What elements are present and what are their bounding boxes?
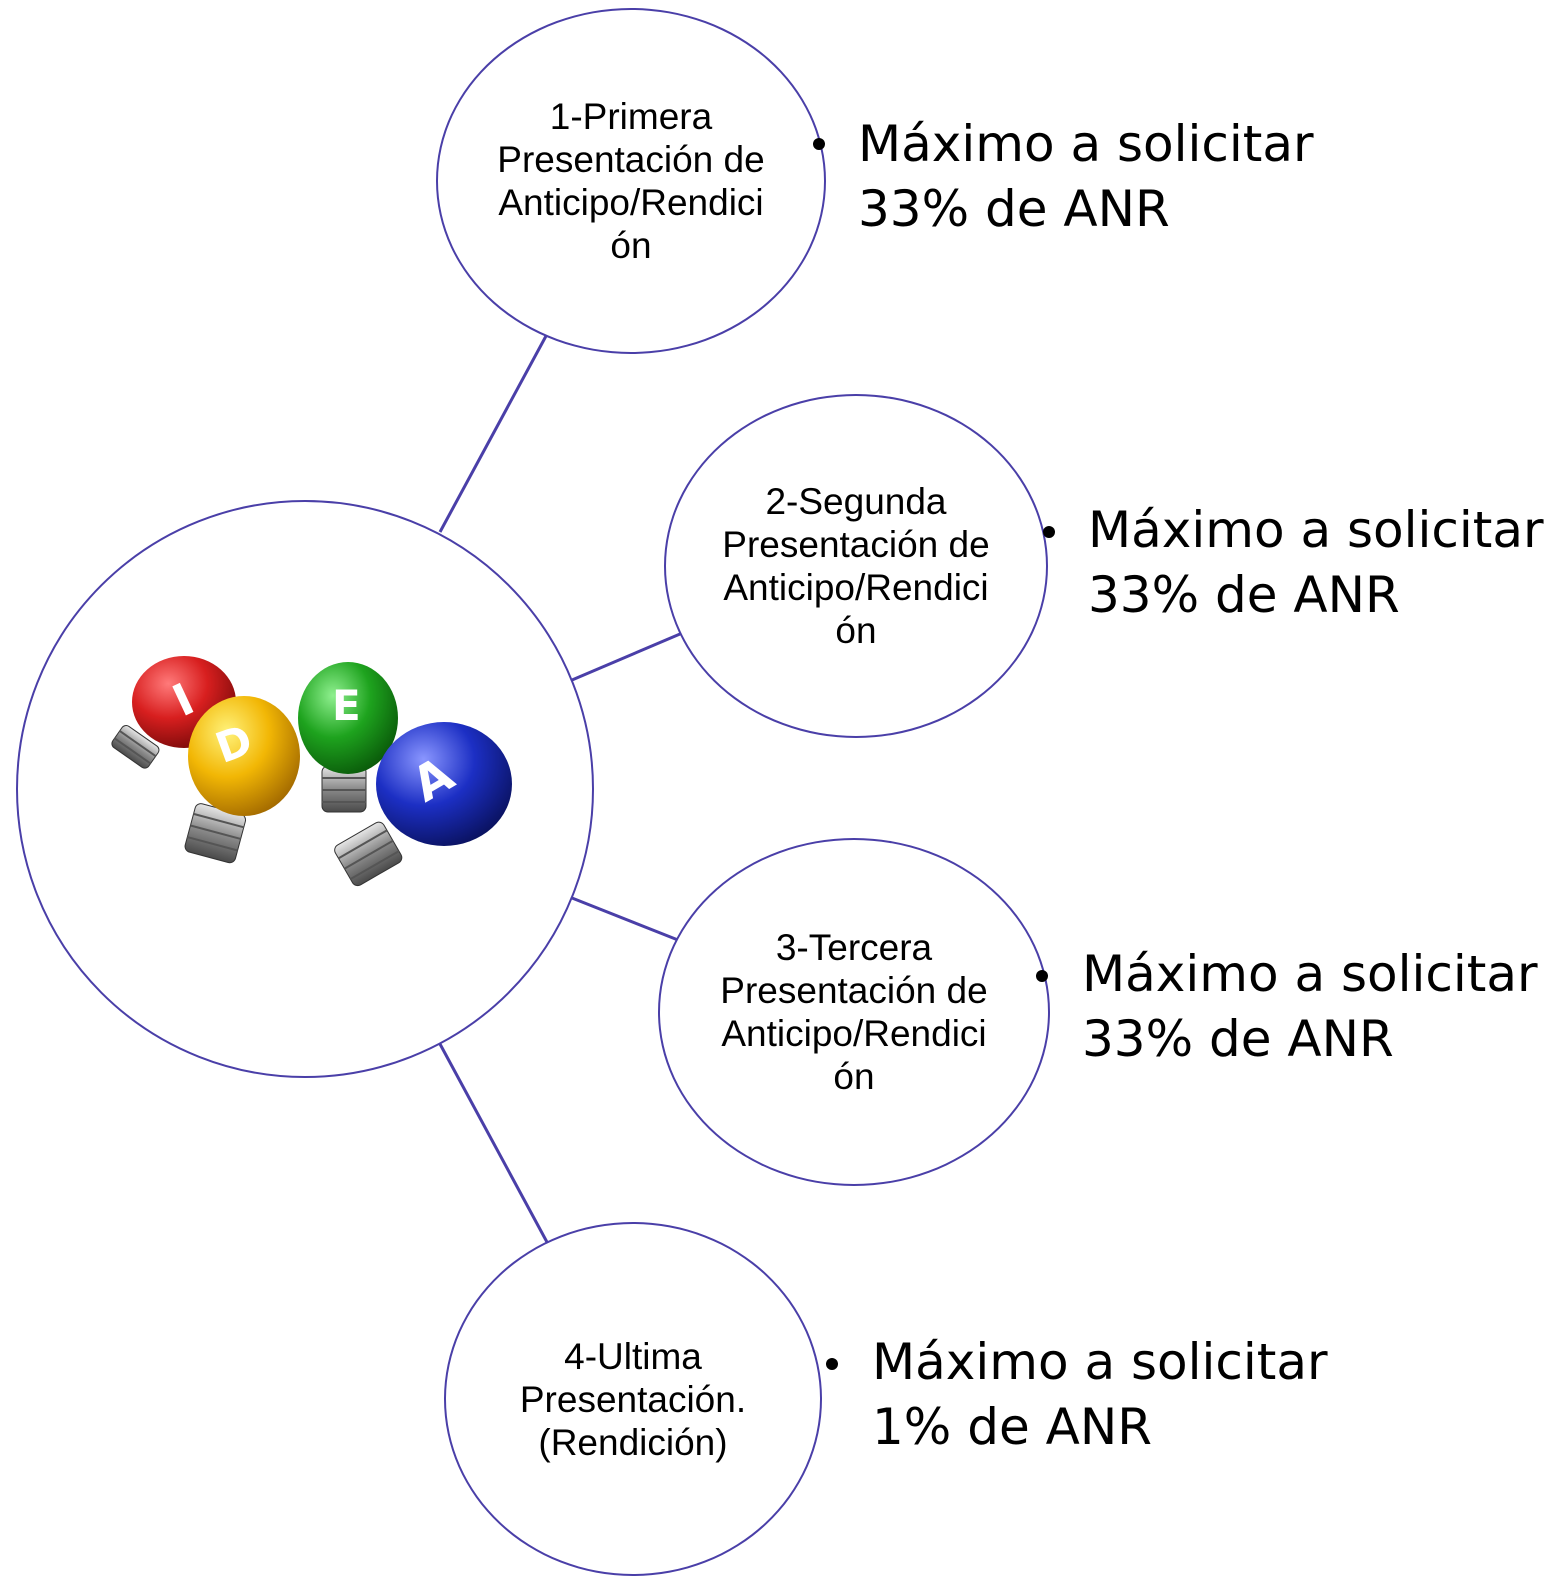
stage-4-line1: Máximo a solicitar: [872, 1333, 1328, 1391]
stage-1-line2: 33% de ANR: [858, 180, 1170, 238]
connector-stage-1: [438, 335, 548, 533]
stage-4-line2: 1% de ANR: [872, 1398, 1152, 1456]
stage-2-bullet-icon: [1043, 526, 1055, 538]
stage-2-line1: Máximo a solicitar: [1088, 501, 1544, 559]
stage-3-line1: Máximo a solicitar: [1082, 945, 1538, 1003]
connector-stage-4: [438, 1043, 550, 1245]
stage-1-bullet-icon: [813, 138, 825, 150]
stage-4-bullet-text: Máximo a solicitar 1% de ANR: [872, 1330, 1328, 1460]
stage-3-circle: 3-Tercera Presentación de Anticipo/Rendi…: [658, 838, 1050, 1186]
stage-1-bullet-text: Máximo a solicitar 33% de ANR: [858, 112, 1314, 242]
stage-3-line2: 33% de ANR: [1082, 1010, 1394, 1068]
stage-2-line2: 33% de ANR: [1088, 566, 1400, 624]
connector-stage-2: [571, 632, 681, 682]
stage-4-circle: 4-Ultima Presentación. (Rendición): [444, 1222, 822, 1576]
stage-1-circle: 1-Primera Presentación de Anticipo/Rendi…: [436, 8, 826, 354]
stage-2-bullet-text: Máximo a solicitar 33% de ANR: [1088, 498, 1544, 628]
connector-stage-3: [571, 896, 679, 942]
stage-1-line1: Máximo a solicitar: [858, 115, 1314, 173]
idea-lightbulbs-image: I E D: [111, 656, 512, 887]
stage-3-bullet-text: Máximo a solicitar 33% de ANR: [1082, 942, 1538, 1072]
stage-1-title: 1-Primera Presentación de Anticipo/Rendi…: [497, 96, 765, 266]
stage-2-circle: 2-Segunda Presentación de Anticipo/Rendi…: [664, 394, 1048, 738]
stage-3-title: 3-Tercera Presentación de Anticipo/Rendi…: [720, 927, 988, 1097]
svg-text:E: E: [332, 681, 361, 730]
stage-2-title: 2-Segunda Presentación de Anticipo/Rendi…: [722, 481, 990, 651]
bulb-a-icon: A: [334, 722, 512, 887]
stage-4-title: 4-Ultima Presentación. (Rendición): [519, 1335, 747, 1463]
stage-4-bullet-icon: [826, 1358, 838, 1370]
stage-3-bullet-icon: [1036, 970, 1048, 982]
bulb-e-icon: E: [298, 662, 398, 813]
bulb-d-icon: D: [184, 696, 300, 864]
